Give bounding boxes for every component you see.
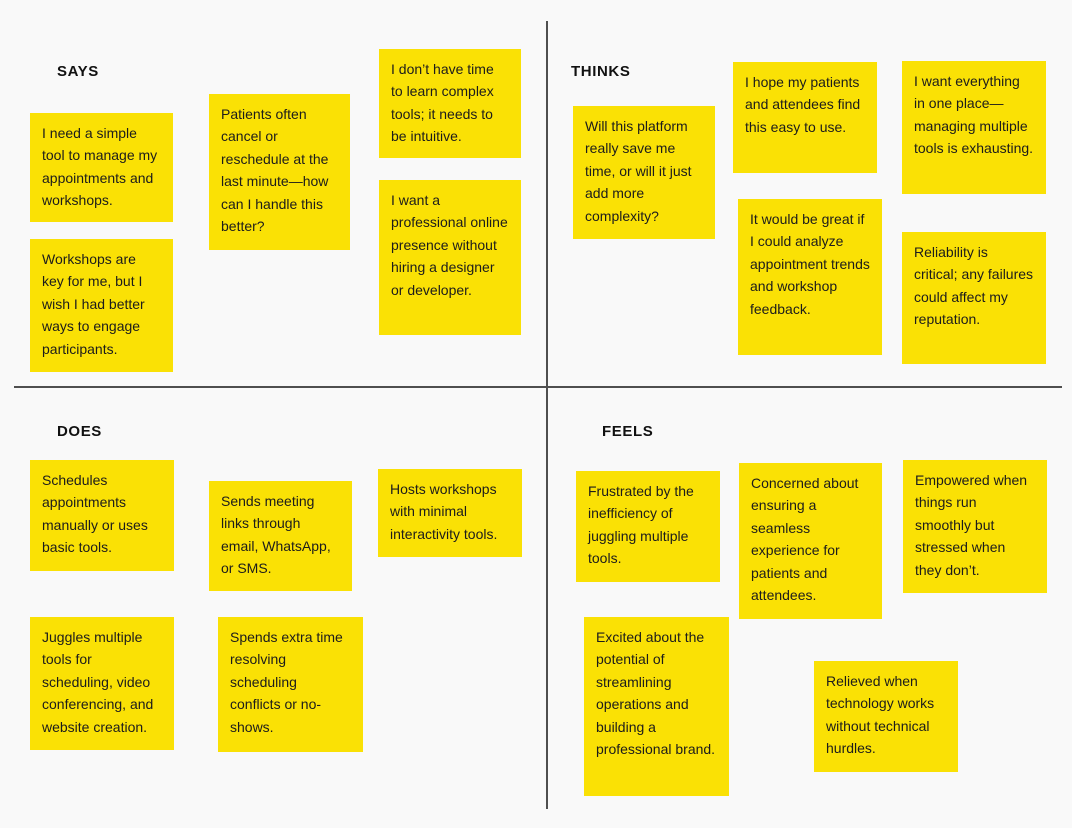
thinks-sticky-note[interactable]: Will this platform really save me time, … bbox=[573, 106, 715, 239]
feels-sticky-note[interactable]: Concerned about ensuring a seamless expe… bbox=[739, 463, 882, 619]
does-sticky-note[interactable]: Schedules appointments manually or uses … bbox=[30, 460, 174, 571]
feels-quadrant-title: FEELS bbox=[602, 423, 654, 440]
does-sticky-note[interactable]: Sends meeting links through email, Whats… bbox=[209, 481, 352, 591]
says-sticky-note[interactable]: Workshops are key for me, but I wish I h… bbox=[30, 239, 173, 372]
does-sticky-note[interactable]: Hosts workshops with minimal interactivi… bbox=[378, 469, 522, 557]
does-sticky-note[interactable]: Spends extra time resolving scheduling c… bbox=[218, 617, 363, 752]
says-sticky-note[interactable]: I don’t have time to learn complex tools… bbox=[379, 49, 521, 158]
thinks-sticky-note[interactable]: I hope my patients and attendees find th… bbox=[733, 62, 877, 173]
feels-sticky-note[interactable]: Relieved when technology works without t… bbox=[814, 661, 958, 772]
does-quadrant-title: DOES bbox=[57, 423, 102, 440]
thinks-sticky-note[interactable]: I want everything in one place—managing … bbox=[902, 61, 1046, 194]
thinks-sticky-note[interactable]: Reliability is critical; any failures co… bbox=[902, 232, 1046, 364]
thinks-sticky-note[interactable]: It would be great if I could analyze app… bbox=[738, 199, 882, 355]
thinks-quadrant-title: THINKS bbox=[571, 63, 631, 80]
feels-sticky-note[interactable]: Frustrated by the inefficiency of juggli… bbox=[576, 471, 720, 582]
does-sticky-note[interactable]: Juggles multiple tools for scheduling, v… bbox=[30, 617, 174, 750]
says-sticky-note[interactable]: I want a professional online presence wi… bbox=[379, 180, 521, 335]
feels-sticky-note[interactable]: Empowered when things run smoothly but s… bbox=[903, 460, 1047, 593]
vertical-divider bbox=[546, 21, 548, 809]
says-sticky-note[interactable]: I need a simple tool to manage my appoin… bbox=[30, 113, 173, 222]
says-quadrant-title: SAYS bbox=[57, 63, 99, 80]
horizontal-divider bbox=[14, 386, 1062, 388]
says-sticky-note[interactable]: Patients often cancel or reschedule at t… bbox=[209, 94, 350, 250]
feels-sticky-note[interactable]: Excited about the potential of streamlin… bbox=[584, 617, 729, 796]
